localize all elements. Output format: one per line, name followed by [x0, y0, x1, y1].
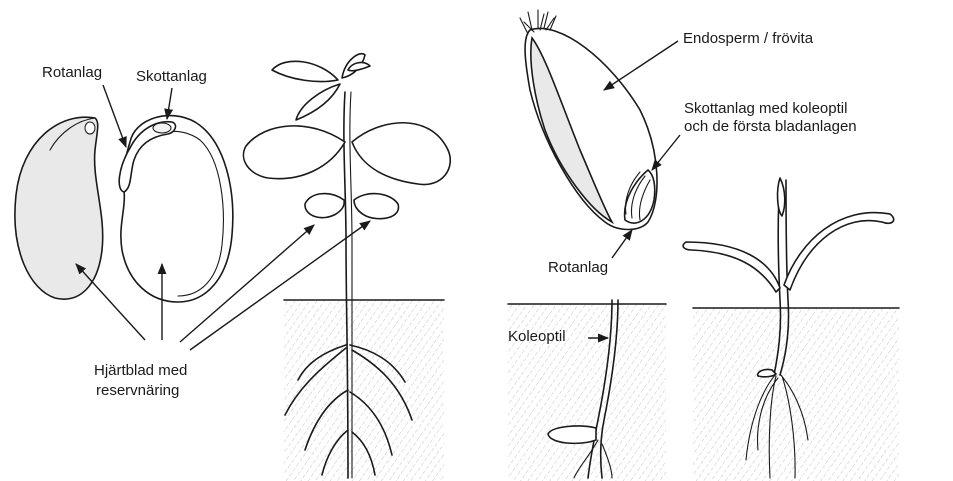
label-skottanlag-grass-line2: och de första bladanlagen — [684, 118, 857, 136]
arrow-rotanlag-bean — [103, 85, 126, 147]
arrow-skottanlag-bean — [167, 88, 172, 119]
arrow-rotanlag-grass — [612, 230, 632, 258]
arrow-endosperm — [604, 41, 678, 90]
label-skottanlag-bean: Skottanlag — [136, 68, 207, 86]
arrow-skottanlag-grass — [652, 135, 680, 170]
label-endosperm: Endosperm / frövita — [683, 30, 813, 48]
label-koleoptil: Koleoptil — [508, 328, 566, 346]
label-hjartblad-line1: Hjärtblad med — [94, 362, 187, 380]
label-rotanlag-grass: Rotanlag — [548, 259, 608, 277]
left-cotyledon — [15, 117, 103, 299]
soil-grass-2 — [693, 308, 899, 481]
label-hjartblad-line2: reservnäring — [96, 382, 179, 400]
bean-seedling — [243, 54, 450, 481]
label-rotanlag-bean: Rotanlag — [42, 64, 102, 82]
grass-seed — [520, 10, 657, 230]
soil-bean — [284, 300, 444, 481]
grass-seedling-mature — [683, 178, 899, 481]
bean-seed-open — [15, 116, 233, 302]
label-skottanlag-grass-line1: Skottanlag med koleoptil — [684, 100, 847, 118]
